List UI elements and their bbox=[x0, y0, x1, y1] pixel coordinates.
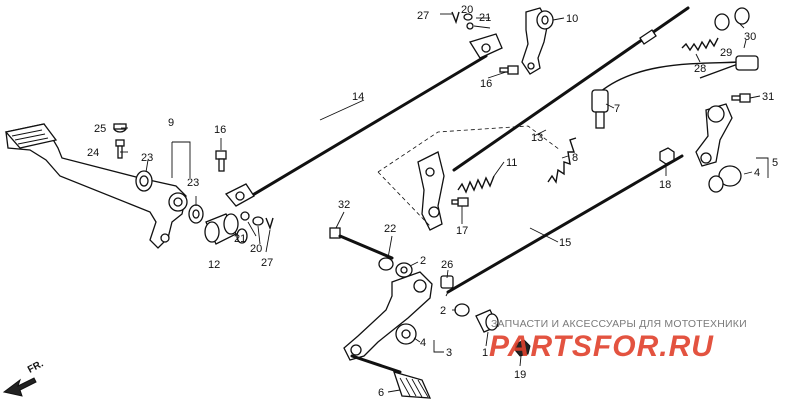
brake-arm-5 bbox=[695, 103, 733, 167]
label-15: 15 bbox=[559, 237, 571, 249]
label-23-upper: 23 bbox=[141, 152, 153, 164]
label-32: 32 bbox=[338, 199, 350, 211]
label-20-lower: 20 bbox=[250, 243, 262, 255]
spring-8 bbox=[547, 137, 577, 184]
dust-seal-23-lower bbox=[188, 204, 204, 224]
label-14: 14 bbox=[352, 91, 364, 103]
brake-rod-14 bbox=[224, 33, 503, 207]
label-1: 1 bbox=[482, 347, 488, 359]
part-labels: 25 24 9 23 23 16 12 21 20 27 14 27 20 21… bbox=[87, 4, 778, 399]
cotter-27-lower bbox=[265, 217, 274, 231]
pivot-collar-12 bbox=[204, 213, 239, 245]
label-4-lower: 4 bbox=[420, 337, 426, 349]
label-7: 7 bbox=[614, 103, 620, 115]
label-31: 31 bbox=[762, 91, 774, 103]
label-17: 17 bbox=[456, 225, 468, 237]
footpeg-rubber-6 bbox=[350, 354, 432, 399]
bushing-4-lower bbox=[395, 323, 417, 345]
label-2-lower: 2 bbox=[440, 305, 446, 317]
bolt-24 bbox=[115, 139, 125, 159]
label-3: 3 bbox=[446, 347, 452, 359]
dust-seal-small bbox=[236, 228, 248, 244]
spring-28 bbox=[681, 37, 719, 52]
switch-cable-29 bbox=[699, 55, 759, 79]
washer-2-upper bbox=[395, 262, 413, 278]
label-24: 24 bbox=[87, 147, 99, 159]
label-25: 25 bbox=[94, 123, 106, 135]
cotter-27-upper bbox=[451, 11, 460, 25]
label-5: 5 bbox=[772, 157, 778, 169]
label-21-lower: 21 bbox=[234, 233, 246, 245]
label-27-upper: 27 bbox=[417, 10, 429, 22]
brake-arm-bracket bbox=[417, 151, 445, 231]
cable-13 bbox=[452, 6, 690, 172]
bolt-16-upper bbox=[499, 65, 519, 75]
label-12: 12 bbox=[208, 259, 220, 271]
label-23-lower: 23 bbox=[187, 177, 199, 189]
label-29: 29 bbox=[720, 47, 732, 59]
label-21-upper: 21 bbox=[479, 12, 491, 24]
brake-pedal bbox=[4, 123, 188, 249]
bracket-10 bbox=[521, 7, 554, 75]
label-16-left: 16 bbox=[214, 124, 226, 136]
label-13: 13 bbox=[531, 132, 543, 144]
nut-25 bbox=[113, 123, 127, 133]
label-10: 10 bbox=[566, 13, 578, 25]
label-20-upper: 20 bbox=[461, 4, 473, 16]
bolt-16-left bbox=[215, 138, 227, 172]
front-direction-arrow-icon bbox=[2, 377, 37, 397]
bolt-32 bbox=[329, 227, 394, 260]
label-2-upper: 2 bbox=[420, 255, 426, 267]
dust-seal-23 bbox=[135, 170, 153, 192]
label-6: 6 bbox=[378, 387, 384, 399]
label-26: 26 bbox=[441, 259, 453, 271]
washer-20-upper bbox=[463, 13, 473, 21]
lever-3 bbox=[343, 271, 433, 361]
brake-rod-15 bbox=[445, 154, 684, 297]
watermark-logo: PARTSFOR.RU bbox=[489, 330, 714, 363]
nut-19 bbox=[514, 339, 531, 357]
pin-21-lower bbox=[240, 211, 250, 221]
label-27-lower: 27 bbox=[261, 257, 273, 269]
pin-21-upper bbox=[466, 22, 474, 30]
label-22: 22 bbox=[384, 223, 396, 235]
connector-30 bbox=[714, 7, 750, 31]
collar-1 bbox=[475, 309, 499, 333]
label-16-upper: 16 bbox=[480, 78, 492, 90]
label-28: 28 bbox=[694, 63, 706, 75]
label-4-right: 4 bbox=[754, 167, 760, 179]
label-30: 30 bbox=[744, 31, 756, 43]
bolt-17 bbox=[451, 197, 469, 207]
washer-20-lower bbox=[252, 216, 264, 226]
label-9: 9 bbox=[168, 117, 174, 129]
spring-11 bbox=[457, 175, 495, 194]
watermark-caption: ЗАПЧАСТИ И АКСЕССУАРЫ ДЛЯ МОТОТЕХНИКИ bbox=[491, 318, 747, 330]
label-8: 8 bbox=[572, 152, 578, 164]
bolt-31 bbox=[731, 93, 751, 103]
washer-2-lower bbox=[454, 303, 470, 317]
joint-4-right bbox=[708, 165, 742, 193]
label-19: 19 bbox=[514, 369, 526, 381]
label-11: 11 bbox=[506, 157, 517, 169]
label-18: 18 bbox=[659, 179, 671, 191]
washer-22 bbox=[378, 257, 394, 271]
leader-lines bbox=[120, 13, 769, 393]
stop-switch-7 bbox=[591, 61, 741, 129]
